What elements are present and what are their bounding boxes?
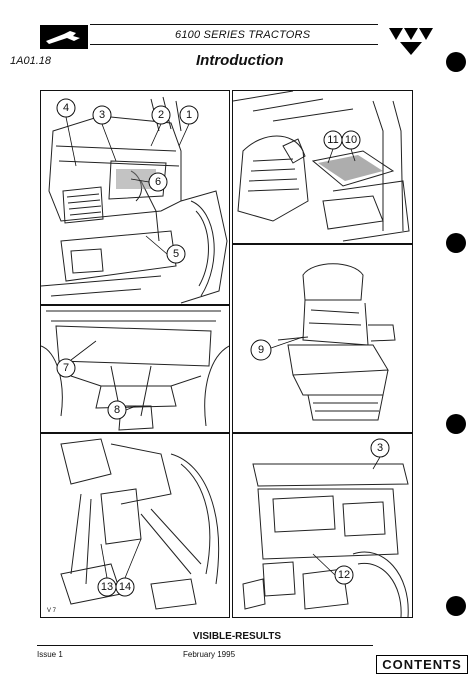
callout-label: 5 xyxy=(173,248,179,260)
callout-label: 2 xyxy=(158,109,164,121)
illustration-panel-cab-floor: 11 10 xyxy=(232,90,413,244)
illustration-panel-hood: 4 3 2 1 6 5 xyxy=(40,90,230,305)
callout-circle-9 xyxy=(250,339,272,361)
illustration-panel-rear: 7 8 xyxy=(40,305,230,433)
series-title: 6100 SERIES TRACTORS xyxy=(175,29,311,41)
header-rule-top xyxy=(90,24,378,25)
callout-label: 9 xyxy=(258,344,264,356)
callout-label: 7 xyxy=(63,362,69,374)
triple-triangle-icon xyxy=(389,28,433,55)
brand-triangles-logo xyxy=(388,26,434,56)
operator-seat-illustration: 9 xyxy=(250,263,396,421)
section-code: 1A01.18 xyxy=(10,55,51,67)
callout-label: 6 xyxy=(155,176,161,188)
callout-label: 1 xyxy=(186,109,192,121)
callout-label: 3 xyxy=(377,442,383,454)
callout-label: 8 xyxy=(114,404,120,416)
illustration-panel-seat: 9 xyxy=(232,244,413,433)
punch-hole-1 xyxy=(446,52,466,72)
callout-label: 11 xyxy=(327,134,338,146)
callout-label: 3 xyxy=(99,109,105,121)
illustration-panel-engine: 3 12 xyxy=(232,433,413,618)
wrench-logo-icon xyxy=(40,25,88,49)
contents-button[interactable]: CONTENTS xyxy=(376,655,468,674)
footer-rule xyxy=(37,645,373,646)
issue-number: Issue 1 xyxy=(37,650,63,659)
callout-label: 10 xyxy=(345,134,357,146)
callout-label: 14 xyxy=(119,581,131,593)
callout-circle-7 xyxy=(56,358,76,378)
punch-hole-3 xyxy=(446,414,466,434)
header-rule-mid xyxy=(90,44,378,45)
callout-label: 12 xyxy=(338,569,350,581)
punch-hole-4 xyxy=(446,596,466,616)
footer-title: VISIBLE-RESULTS xyxy=(192,631,282,642)
callout-label: 4 xyxy=(63,102,69,114)
issue-date: February 1995 xyxy=(183,650,236,659)
illustration-panel-linkage: 13 14 V 7 xyxy=(40,433,230,618)
callout-label: 13 xyxy=(101,581,113,593)
punch-hole-2 xyxy=(446,233,466,253)
header-logo-left xyxy=(40,25,88,49)
drawing-ref-note: V 7 xyxy=(47,608,57,614)
page-title: Introduction xyxy=(196,52,284,69)
engine-side-illustration: 3 12 xyxy=(242,438,409,617)
tractor-hood-illustration: 4 3 2 1 6 5 xyxy=(41,96,228,304)
rear-linkage-illustration: 13 14 V 7 xyxy=(47,438,220,614)
cab-floor-illustration: 11 10 xyxy=(233,91,410,242)
tractor-rear-illustration: 7 8 xyxy=(41,310,229,431)
